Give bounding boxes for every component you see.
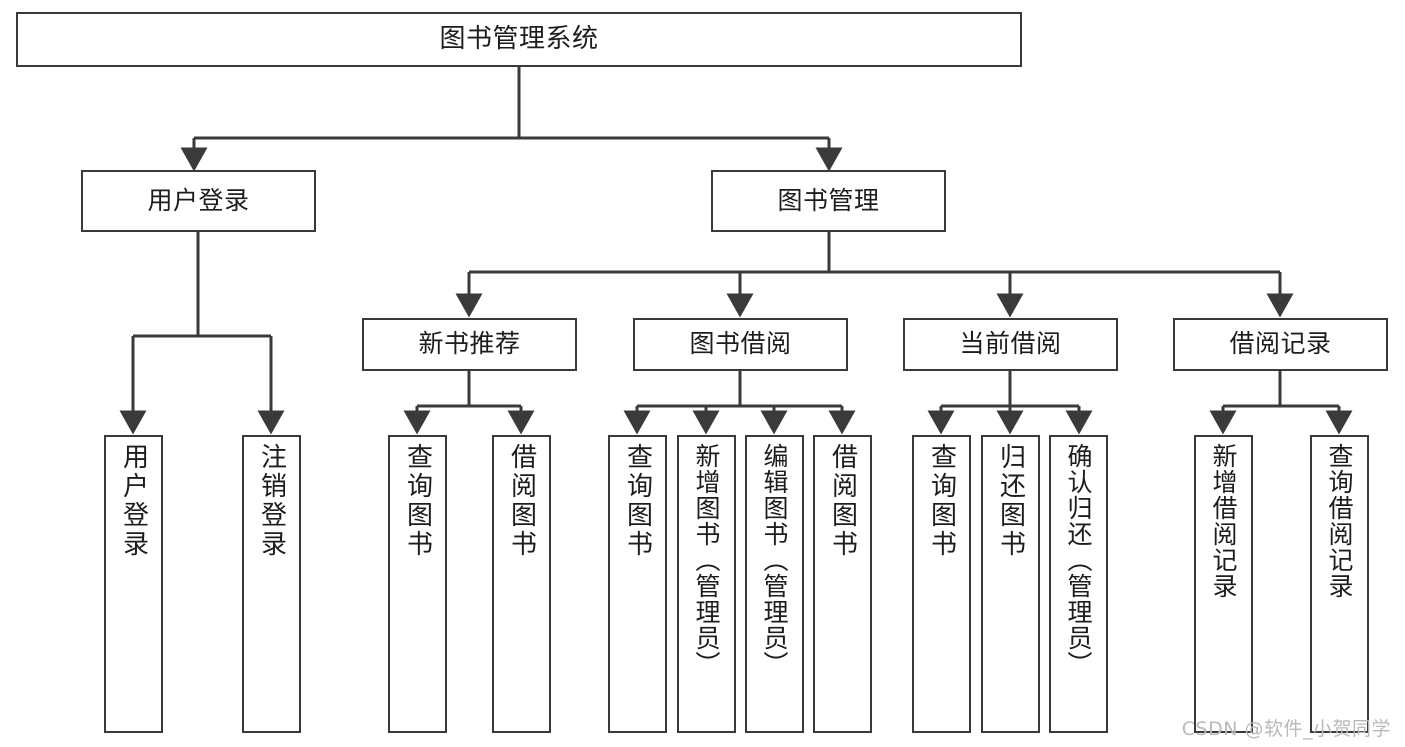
- node-label: 查询借阅记录: [1325, 443, 1354, 599]
- node-label: 借阅记录: [1229, 329, 1332, 359]
- node-borrow-record[interactable]: 借阅记录: [1173, 318, 1388, 371]
- node-label: 归还图书: [995, 443, 1026, 559]
- leaf-borrow-book-recommend[interactable]: 借阅图书: [492, 435, 551, 733]
- node-label: 查询图书: [622, 443, 653, 559]
- node-label: 确认归还（管理员）: [1064, 443, 1093, 677]
- node-current-borrow[interactable]: 当前借阅: [903, 318, 1118, 371]
- node-new-book-recommend[interactable]: 新书推荐: [362, 318, 577, 371]
- leaf-query-book-current[interactable]: 查询图书: [912, 435, 971, 733]
- node-label: 图书借阅: [689, 329, 792, 359]
- node-label: 当前借阅: [959, 329, 1062, 359]
- leaf-query-book-borrow[interactable]: 查询图书: [608, 435, 667, 733]
- node-label: 用户登录: [147, 185, 250, 215]
- leaf-add-book-admin[interactable]: 新增图书（管理员）: [677, 435, 736, 733]
- csdn-watermark: CSDN @软件_小贺同学: [1181, 718, 1391, 740]
- node-label: 编辑图书（管理员）: [760, 443, 789, 677]
- node-label: 查询图书: [402, 443, 433, 559]
- node-label: 新增图书（管理员）: [692, 443, 721, 677]
- node-label: 新增借阅记录: [1209, 443, 1238, 599]
- leaf-edit-book-admin[interactable]: 编辑图书（管理员）: [745, 435, 804, 733]
- leaf-return-book[interactable]: 归还图书: [981, 435, 1040, 733]
- leaf-borrow-book[interactable]: 借阅图书: [813, 435, 872, 733]
- node-label: 借阅图书: [827, 443, 858, 559]
- leaf-user-login[interactable]: 用户登录: [104, 435, 163, 733]
- node-label: 查询图书: [926, 443, 957, 559]
- leaf-logout-login[interactable]: 注销登录: [242, 435, 301, 733]
- node-user-login[interactable]: 用户登录: [81, 170, 316, 232]
- node-label: 借阅图书: [506, 443, 537, 559]
- leaf-confirm-return-admin[interactable]: 确认归还（管理员）: [1049, 435, 1108, 733]
- node-label: 图书管理系统: [439, 23, 599, 54]
- node-label: 用户登录: [118, 443, 149, 559]
- node-label: 注销登录: [256, 443, 287, 559]
- leaf-query-book-recommend[interactable]: 查询图书: [388, 435, 447, 733]
- node-label: 新书推荐: [418, 329, 521, 359]
- node-root-system[interactable]: 图书管理系统: [16, 12, 1022, 67]
- node-label: 图书管理: [777, 185, 880, 215]
- node-book-management[interactable]: 图书管理: [711, 170, 946, 232]
- leaf-query-borrow-record[interactable]: 查询借阅记录: [1310, 435, 1369, 733]
- node-book-borrow[interactable]: 图书借阅: [633, 318, 848, 371]
- leaf-add-borrow-record[interactable]: 新增借阅记录: [1194, 435, 1253, 733]
